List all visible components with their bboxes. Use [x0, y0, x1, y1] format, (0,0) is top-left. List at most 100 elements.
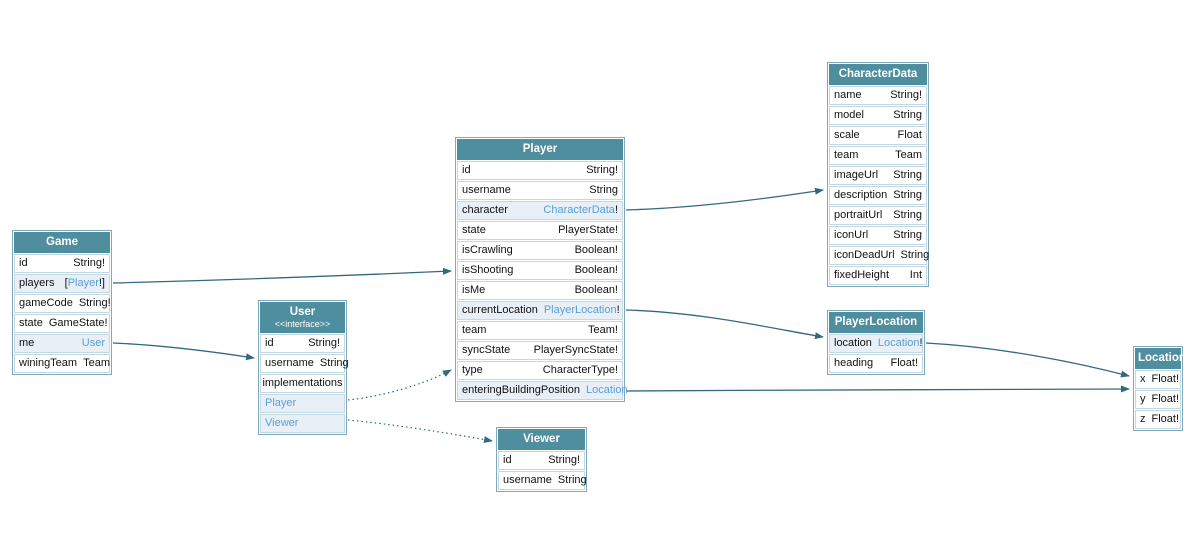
- field-type: Float!: [1151, 413, 1180, 425]
- field-name: isShooting: [462, 264, 514, 276]
- table-header-playerlocation: PlayerLocation: [829, 312, 923, 333]
- field-name: imageUrl: [834, 169, 879, 181]
- field-type: String: [893, 169, 922, 181]
- edge-player-currentlocation-to-playerlocation: [625, 309, 824, 340]
- field-type: PlayerSyncState!: [533, 344, 618, 356]
- implementation-row-player[interactable]: Player: [260, 394, 345, 413]
- field-name: iconUrl: [834, 229, 869, 241]
- type-link-playerlocation[interactable]: PlayerLocation: [543, 304, 617, 316]
- field-name: syncState: [462, 344, 511, 356]
- field-name: username: [462, 184, 511, 196]
- field-type: String: [557, 474, 587, 486]
- table-header-game: Game: [14, 232, 110, 253]
- field-name: portraitUrl: [834, 209, 883, 221]
- table-title: Location: [1138, 352, 1186, 364]
- type-link-location[interactable]: Location: [877, 337, 920, 349]
- field-type: Boolean!: [574, 264, 618, 276]
- table-subtitle: <<interface>>: [274, 319, 331, 329]
- edge-player-enteringbuildingposition-to-location: [625, 385, 1130, 393]
- field-name: username: [265, 357, 314, 369]
- field-type: Int: [909, 269, 922, 281]
- field-name: id: [265, 337, 274, 349]
- section-label: implementations: [262, 377, 343, 389]
- field-row-gameCode: gameCode String!: [14, 294, 111, 313]
- field-name: heading: [834, 357, 874, 369]
- implementation-row-viewer[interactable]: Viewer: [260, 414, 345, 433]
- table-title: Game: [46, 236, 78, 248]
- field-type: Team: [895, 149, 922, 161]
- table-header-player: Player: [457, 139, 623, 160]
- field-type: String!: [73, 257, 105, 269]
- field-type: GameState!: [48, 317, 108, 329]
- field-name: model: [834, 109, 864, 121]
- field-type: Team: [83, 357, 110, 369]
- table-title: PlayerLocation: [834, 316, 918, 328]
- field-type: PlayerLocation!: [543, 304, 620, 316]
- field-name: isCrawling: [462, 244, 513, 256]
- field-name: scale: [834, 129, 860, 141]
- field-name: enteringBuildingPosition: [462, 384, 581, 396]
- field-type: String: [893, 189, 922, 201]
- edge-player-character-to-characterdata: [625, 187, 824, 211]
- field-row-isShooting: isShooting Boolean!: [457, 261, 623, 280]
- type-link-viewer[interactable]: Viewer: [265, 417, 299, 429]
- field-row-enteringBuildingPosition: enteringBuildingPosition Location: [457, 381, 628, 400]
- type-link-player[interactable]: Player: [67, 277, 99, 289]
- field-name: gameCode: [19, 297, 73, 309]
- field-type: Float!: [1151, 373, 1180, 385]
- edge-user-implementation-viewer: [347, 419, 493, 443]
- table-title: Viewer: [523, 433, 560, 445]
- field-name: location: [834, 337, 872, 349]
- field-name: team: [462, 324, 487, 336]
- field-name: character: [462, 204, 508, 216]
- field-row-scale: scale Float: [829, 126, 927, 145]
- field-type: Location: [586, 384, 628, 397]
- field-name: state: [19, 317, 43, 329]
- field-type: CharacterType!: [542, 364, 618, 376]
- field-type: String: [589, 184, 618, 196]
- table-header-location: Location: [1135, 348, 1186, 369]
- field-type: User: [82, 337, 105, 350]
- table-title: Player: [522, 143, 558, 155]
- edge-game-players-to-player: [112, 267, 452, 284]
- field-name: currentLocation: [462, 304, 538, 316]
- type-link-characterdata[interactable]: CharacterData: [543, 204, 615, 216]
- field-type: String!: [78, 297, 111, 309]
- table-header-characterdata: CharacterData: [829, 64, 927, 85]
- field-name: name: [834, 89, 862, 101]
- field-name: id: [19, 257, 28, 269]
- type-link-location[interactable]: Location: [586, 384, 628, 396]
- field-name: z: [1140, 413, 1146, 425]
- section-row-implementations: implementations: [260, 374, 345, 393]
- type-link-user[interactable]: User: [81, 337, 105, 349]
- type-link-player[interactable]: Player: [265, 397, 297, 409]
- table-header-user: User <<interface>>: [260, 302, 345, 333]
- table-title: CharacterData: [838, 68, 918, 80]
- field-row-currentLocation: currentLocation PlayerLocation!: [457, 301, 623, 320]
- edge-user-implementation-player: [347, 369, 452, 401]
- field-type: Float: [897, 129, 922, 141]
